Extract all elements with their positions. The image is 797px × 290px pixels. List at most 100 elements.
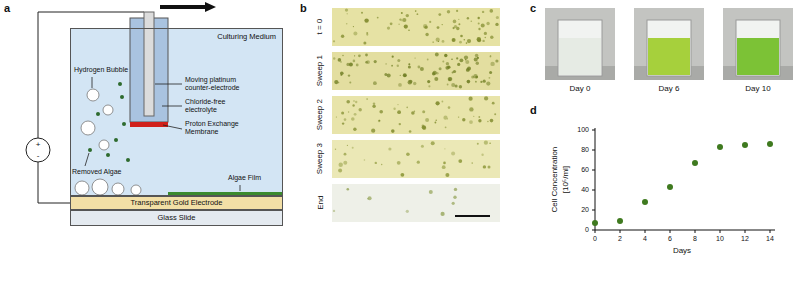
- algae-speck: [444, 148, 445, 149]
- micrographs: [332, 8, 500, 222]
- algae-speck: [445, 126, 447, 128]
- algae-speck: [490, 9, 494, 13]
- algae-speck: [365, 54, 368, 57]
- panel-letter: b: [300, 2, 307, 15]
- algae-speck: [366, 32, 368, 34]
- algae-speck: [414, 110, 416, 112]
- algae-speck: [352, 147, 354, 149]
- algae-speck: [406, 210, 409, 213]
- algae-speck: [349, 82, 351, 84]
- algae-speck: [482, 40, 484, 42]
- algae-speck: [447, 66, 450, 69]
- algae-speck: [378, 120, 381, 123]
- layer-band: Transparent Gold Electrode: [70, 196, 283, 210]
- algae-speck: [377, 17, 379, 19]
- algae-speck: [399, 18, 401, 20]
- algae-speck: [489, 143, 491, 145]
- algae-speck: [460, 35, 463, 38]
- callout-label: Moving platinum counter-electrode: [185, 76, 255, 92]
- tick-label: 8: [693, 235, 697, 243]
- algae-speck: [364, 159, 366, 161]
- algae-speck: [436, 120, 437, 121]
- algae-speck: [366, 98, 368, 100]
- algae-speck: [333, 210, 335, 212]
- callout-label: Proton Exchange Membrane: [185, 120, 255, 136]
- algae-speck: [373, 102, 375, 104]
- algae-speck: [489, 71, 492, 74]
- scale-bar: [455, 215, 490, 217]
- panel-letter: c: [530, 2, 536, 15]
- algae-speck: [333, 57, 335, 59]
- algae-speck: [481, 154, 483, 156]
- tick-label: 20: [581, 206, 589, 214]
- algae-speck: [473, 74, 477, 78]
- algae-speck: [393, 108, 395, 110]
- algae-speck: [390, 22, 393, 25]
- algae-speck: [494, 113, 496, 115]
- algae-speck: [353, 26, 354, 27]
- algae-speck: [442, 165, 446, 169]
- algae-speck: [452, 202, 455, 205]
- algae-speck: [379, 120, 381, 122]
- algae-speck: [454, 25, 457, 28]
- algae-speck: [484, 141, 488, 145]
- tick-label: 10: [716, 235, 724, 243]
- algae-speck: [434, 77, 438, 81]
- photo-caption: Day 6: [659, 84, 680, 93]
- tick-label: 100: [577, 126, 589, 134]
- algae-speck: [413, 82, 416, 85]
- beaker-photos: [545, 8, 793, 80]
- algae-speck: [483, 165, 486, 168]
- algae-speck: [397, 104, 398, 105]
- algae-speck: [481, 24, 485, 28]
- algae-speck: [451, 83, 455, 87]
- algae-speck: [340, 72, 344, 76]
- algae-speck: [379, 110, 383, 114]
- algae-speck: [485, 37, 487, 39]
- algae-speck: [484, 96, 488, 100]
- algae-speck: [408, 66, 411, 69]
- algae-speck: [406, 107, 408, 109]
- algae-speck: [435, 53, 439, 57]
- algae-speck: [489, 77, 491, 79]
- micrograph: [332, 140, 500, 178]
- algae-speck: [347, 13, 348, 14]
- algae-speck: [425, 118, 429, 122]
- photo-caption: Day 10: [745, 84, 770, 93]
- algae-speck: [486, 82, 490, 86]
- algae-speck: [420, 67, 424, 71]
- algae-speck: [448, 79, 450, 81]
- algae-speck: [478, 116, 480, 118]
- algae-speck: [442, 101, 444, 103]
- polarity-sign: -: [37, 151, 40, 160]
- algae-speck: [342, 122, 344, 124]
- algae-speck: [458, 23, 460, 25]
- algae-speck: [401, 12, 403, 14]
- algae-speck: [346, 63, 349, 66]
- algae-speck: [437, 26, 440, 29]
- node-text: Culturing Medium: [217, 33, 276, 42]
- axis-unit: [10⁵/ml]: [561, 166, 570, 193]
- tick-label: 80: [581, 146, 589, 154]
- row-label: t = 0: [315, 19, 324, 35]
- photo-caption: Day 0: [570, 84, 591, 93]
- wire: [38, 162, 70, 203]
- algae-speck: [415, 10, 417, 12]
- algae-speck: [458, 159, 462, 163]
- algae-speck: [422, 125, 426, 129]
- algae-speck: [458, 116, 459, 117]
- algae-speck: [496, 16, 499, 19]
- power-source: [26, 138, 50, 162]
- algae-speck: [421, 145, 424, 148]
- algae-speck: [427, 59, 429, 61]
- algae-speck: [353, 60, 356, 63]
- algae-speck: [453, 20, 457, 24]
- micrograph: [332, 184, 500, 222]
- algae-speck: [372, 105, 375, 108]
- medium-fill: [70, 28, 283, 196]
- algae-speck: [359, 108, 362, 111]
- algae-speck: [435, 122, 437, 124]
- algae-speck: [429, 21, 431, 23]
- algae-speck: [363, 41, 366, 44]
